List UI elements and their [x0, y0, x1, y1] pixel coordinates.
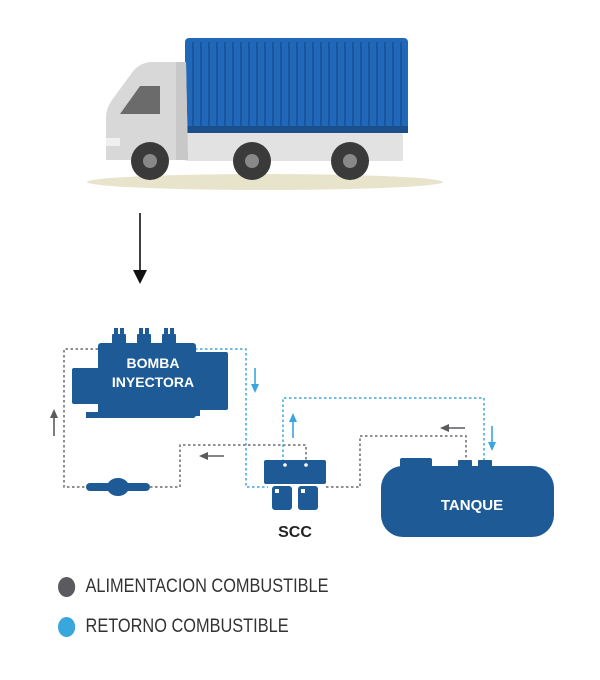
return-fuel-lines — [195, 348, 485, 488]
down-arrow-icon — [251, 368, 259, 393]
up-arrow-icon — [50, 409, 58, 436]
injection-pump: BOMBA INYECTORA — [72, 328, 228, 418]
up-arrow-icon — [289, 413, 297, 438]
engine-label: BOMBA — [127, 355, 180, 371]
down-arrow-icon — [133, 213, 147, 284]
legend-item-return: RETORNO COMBUSTIBLE — [58, 616, 289, 638]
tank-label: TANQUE — [441, 497, 503, 514]
truck-window — [120, 86, 160, 114]
scc-unit: SCC — [264, 460, 326, 541]
flow-arrows — [50, 368, 496, 460]
supply-dot-icon — [58, 577, 76, 597]
truck-wheels — [131, 142, 369, 180]
truck-headlight — [106, 138, 120, 146]
inline-filter — [86, 478, 150, 496]
supply-fuel-lines — [63, 348, 467, 488]
return-dot-icon — [58, 617, 76, 637]
container-ribs — [192, 42, 402, 130]
truck-chassis — [185, 133, 403, 161]
left-arrow-icon — [199, 452, 224, 460]
left-arrow-icon — [440, 424, 465, 432]
scc-label: SCC — [278, 524, 312, 541]
legend-label: RETORNO COMBUSTIBLE — [85, 616, 289, 637]
fuel-tank: TANQUE — [381, 458, 554, 537]
legend-item-supply: ALIMENTACION COMBUSTIBLE — [58, 576, 329, 598]
engine-label: INYECTORA — [112, 374, 194, 390]
truck-illustration — [87, 38, 443, 190]
down-arrow-icon — [488, 426, 496, 451]
legend-label: ALIMENTACION COMBUSTIBLE — [85, 576, 329, 597]
